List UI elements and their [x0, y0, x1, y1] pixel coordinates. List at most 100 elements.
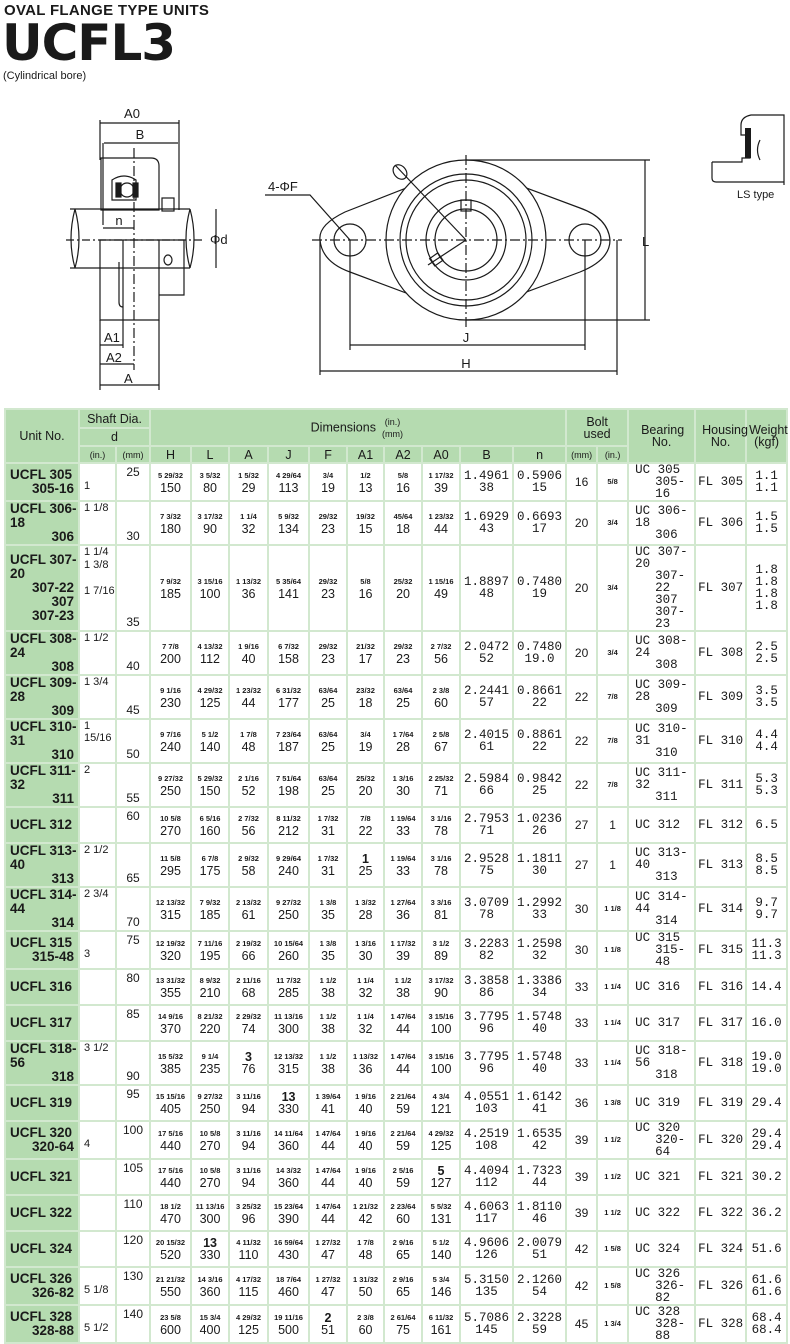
dimension-inch: 2 21/64	[390, 1129, 416, 1138]
dimension-mm: 35	[321, 949, 335, 963]
dimension-mm: 44	[396, 1022, 410, 1036]
dimension-inch: 3 11/16	[236, 1129, 261, 1138]
header-bolt-in: (in.)	[596, 445, 630, 464]
unit-no: UCFL 328	[10, 1309, 73, 1324]
unit-no-cell: UCFL 317	[4, 1004, 80, 1042]
bolt-in-value: 1 3/8	[596, 1084, 630, 1122]
weight-value: 8.5	[755, 852, 778, 866]
dimension-inch: 2 9/16	[392, 1238, 414, 1247]
dimension-inch: 1 17/32	[428, 471, 454, 480]
dimension-inch: 20 15/32	[155, 1238, 186, 1247]
weight-value: 5.3	[755, 784, 778, 798]
weight-cell: 36.2	[745, 1194, 789, 1232]
shaft-in-cell: 2	[78, 762, 117, 808]
unit-no: 311	[52, 791, 74, 806]
dimension-inch: 7 23/64	[276, 730, 302, 739]
dimension-inch: 2 1/16	[238, 774, 259, 783]
dimension-mm: 187	[278, 740, 299, 754]
dimension-inch: 5 9/32	[278, 512, 299, 521]
dimension-mm: 48	[241, 740, 256, 754]
label-phi-d: Φd	[210, 232, 228, 247]
dimension-mm: 56	[241, 824, 256, 838]
dimension-inch: 2.0472	[464, 640, 510, 654]
bolt-in-value: 1 1/4	[596, 968, 630, 1006]
dimension-mm: 100	[430, 1062, 452, 1076]
shaft-in-value: 1 1/8	[84, 502, 109, 514]
dimension-inch: 1.8897	[464, 575, 510, 589]
header-dim-col: B	[459, 445, 515, 464]
shaft-in-value: 2 3/4	[84, 888, 109, 900]
dimension-inch: 1 27/32	[315, 1238, 341, 1247]
dimension-mm: 58	[241, 864, 256, 878]
side-view-drawing: A0 B n Φd A1 A2 A	[66, 106, 228, 390]
dimension-mm: 212	[278, 824, 299, 838]
dimension-inch: 0.8861	[517, 728, 563, 742]
weight-value: 30.2	[751, 1170, 782, 1184]
housing-no: FL 318	[694, 1040, 748, 1086]
housing-no: FL 316	[694, 968, 748, 1006]
dimension-mm: 330	[199, 1248, 221, 1262]
dimension-inch: 2.0079	[517, 1236, 563, 1250]
shaft-mm-value: 40	[114, 630, 152, 676]
dimension-mm: 240	[160, 740, 181, 754]
dimension-mm: 500	[278, 1323, 299, 1337]
header-dim-col: A0	[421, 445, 462, 464]
header-housing-no: Housing No.	[694, 408, 748, 464]
dimension-mm: 32	[358, 1022, 373, 1036]
weight-cell: 16.0	[745, 1004, 789, 1042]
bearing-no: 306	[655, 528, 678, 542]
unit-no-cell: UCFL 319	[4, 1084, 80, 1122]
weight-value: 61.6	[751, 1285, 782, 1299]
dimension-mm: 300	[199, 1212, 221, 1226]
dimension-mm: 315	[278, 1062, 299, 1076]
bearing-no: 310	[655, 746, 678, 760]
dimension-mm: 158	[278, 652, 299, 666]
dimension-inch: 5 1/2	[432, 1238, 450, 1247]
dimension-inch: 12 13/32	[155, 898, 186, 907]
housing-no: FL 319	[694, 1084, 748, 1122]
shaft-in-value: 5 1/2	[84, 1322, 109, 1334]
dimension-mm: 460	[278, 1285, 299, 1299]
dimension-mm: 150	[199, 784, 221, 798]
dimension-inch: 4.0551	[464, 1090, 510, 1104]
dimension-mm: 140	[430, 1248, 452, 1262]
dimension-inch: 10 15/64	[273, 939, 304, 948]
dimension-inch: 9 29/64	[276, 854, 302, 863]
dimension-mm: 30	[358, 949, 373, 963]
dimension-inch: 5 29/32	[197, 774, 223, 783]
bolt-mm-value: 22	[565, 718, 599, 764]
unit-no: 313	[51, 871, 74, 886]
weight-value: 29.4	[751, 1096, 782, 1110]
dimension-inch: 17 5/16	[158, 1129, 184, 1138]
dimension-mm: 32	[358, 986, 373, 1000]
shaft-in-cell	[78, 1230, 117, 1268]
dimension-inch: 4.4094	[464, 1164, 510, 1178]
dimension-inch: 1 31/32	[353, 1275, 379, 1284]
dimension-mm: 52	[479, 652, 495, 666]
